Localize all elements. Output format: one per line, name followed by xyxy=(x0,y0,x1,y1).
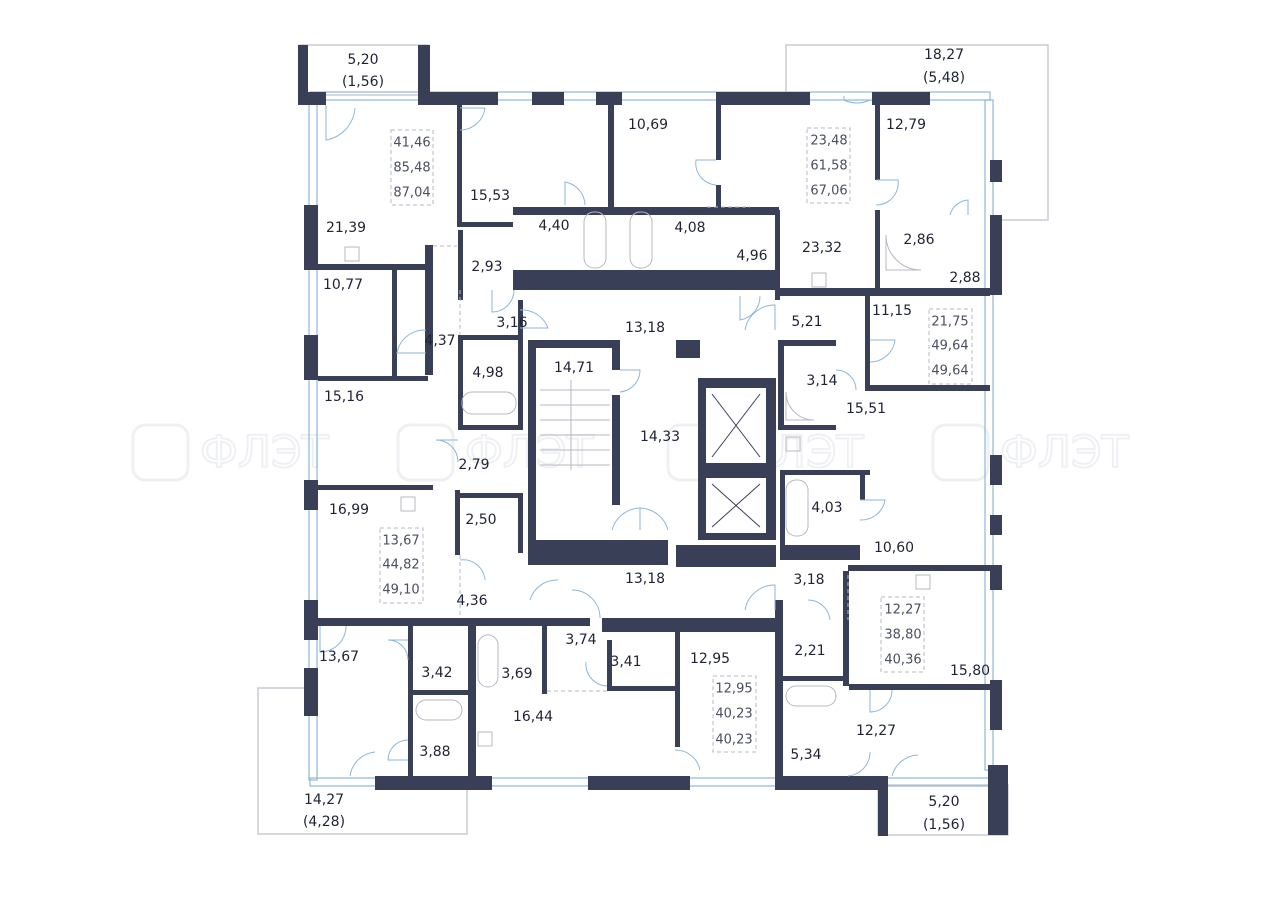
total-area: 44,82 xyxy=(382,558,419,573)
living-area: 12,27 xyxy=(884,603,921,618)
room-area-label: 12,95 xyxy=(690,651,730,667)
total-area-with-balcony: 40,23 xyxy=(715,733,752,748)
room-area-label: 3,88 xyxy=(419,744,450,760)
living-area: 12,95 xyxy=(715,682,752,697)
room-labels: 21,39 15,53 10,69 4,40 4,08 2,93 4,96 23,32 12,7… xyxy=(319,117,990,763)
total-area: 61,58 xyxy=(810,159,847,174)
elevator-icon xyxy=(706,388,766,463)
stairs-elevators xyxy=(540,380,766,533)
room-area-label: 2,79 xyxy=(458,457,489,473)
total-area-with-balcony: 87,04 xyxy=(393,186,430,201)
balcony-area: 5,20 xyxy=(928,794,959,810)
room-area-label: 3,69 xyxy=(501,666,532,682)
room-area-label: 13,18 xyxy=(625,320,665,336)
room-area-label: 3,74 xyxy=(565,632,596,648)
room-area-label: 2,93 xyxy=(471,259,502,275)
total-area: 38,80 xyxy=(884,628,921,643)
svg-text:ФЛЭТ: ФЛЭТ xyxy=(200,427,329,478)
total-area: 85,48 xyxy=(393,161,430,176)
room-area-label: 13,67 xyxy=(319,649,359,665)
bathtub-icon xyxy=(461,391,517,415)
room-area-label: 4,36 xyxy=(456,593,487,609)
room-area-label: 3,41 xyxy=(610,654,641,670)
balcony-reduced-area: (4,28) xyxy=(303,814,345,830)
total-area-with-balcony: 49,64 xyxy=(931,364,968,379)
bathtub-icon xyxy=(629,211,653,269)
room-area-label: 4,98 xyxy=(472,365,503,381)
total-area: 40,23 xyxy=(715,707,752,722)
balcony-reduced-area: (5,48) xyxy=(923,70,965,86)
room-area-label: 15,80 xyxy=(950,663,990,679)
balcony-labels: 5,20 (1,56) 18,27 (5,48) 14,27 (4,28) 5,… xyxy=(303,47,965,833)
elevator-icon xyxy=(706,478,766,533)
bathtub-icon xyxy=(415,699,463,721)
total-area-with-balcony: 67,06 xyxy=(810,184,847,199)
room-area-label: 16,99 xyxy=(329,502,369,518)
total-area: 49,64 xyxy=(931,339,968,354)
room-area-label: 2,21 xyxy=(794,643,825,659)
room-area-label: 3,14 xyxy=(806,373,837,389)
room-area-label: 2,50 xyxy=(465,512,496,528)
bathtub-icon xyxy=(785,685,837,707)
room-area-label: 5,34 xyxy=(790,747,821,763)
total-area-with-balcony: 49,10 xyxy=(382,583,419,598)
balcony-area: 5,20 xyxy=(347,52,378,68)
living-area: 21,75 xyxy=(931,315,968,330)
room-area-label: 5,21 xyxy=(791,314,822,330)
room-area-label: 3,42 xyxy=(421,665,452,681)
room-area-label: 4,37 xyxy=(424,333,455,349)
living-area: 41,46 xyxy=(393,136,430,151)
room-area-label: 13,18 xyxy=(625,571,665,587)
room-area-label: 16,44 xyxy=(513,709,553,725)
room-area-label: 21,39 xyxy=(326,220,366,236)
room-area-label: 23,32 xyxy=(802,240,842,256)
room-area-label: 3,18 xyxy=(793,572,824,588)
staircase xyxy=(540,380,610,470)
room-area-label: 10,77 xyxy=(323,277,363,293)
room-area-label: 2,88 xyxy=(949,270,980,286)
doors xyxy=(319,96,969,777)
bathtub-icon xyxy=(583,211,607,269)
balcony-area: 14,27 xyxy=(304,792,344,808)
shower-icon xyxy=(785,391,815,421)
balcony-area: 18,27 xyxy=(924,47,964,63)
bathtub-icon xyxy=(477,634,499,688)
room-area-label: 2,86 xyxy=(903,232,934,248)
living-area: 23,48 xyxy=(810,134,847,149)
room-area-label: 14,33 xyxy=(640,429,680,445)
room-area-label: 4,08 xyxy=(674,220,705,236)
room-area-label: 15,16 xyxy=(324,389,364,405)
room-area-label: 15,53 xyxy=(470,188,510,204)
room-area-label: 12,27 xyxy=(856,723,896,739)
room-area-label: 4,40 xyxy=(538,218,569,234)
living-area: 13,67 xyxy=(382,534,419,549)
room-area-label: 14,71 xyxy=(554,360,594,376)
stove-icon xyxy=(344,246,931,747)
watermark: ФЛЭТ ФЛЭТ ФЛЭТ ФЛЭТ xyxy=(131,423,1130,482)
room-area-label: 12,79 xyxy=(886,117,926,133)
balcony-reduced-area: (1,56) xyxy=(923,817,965,833)
fixtures xyxy=(344,211,931,747)
room-area-label: 4,96 xyxy=(736,248,767,264)
bathtub-icon xyxy=(785,479,809,537)
svg-text:ФЛЭТ: ФЛЭТ xyxy=(1000,427,1129,478)
zone-boundaries xyxy=(379,127,973,753)
room-area-label: 11,15 xyxy=(872,303,912,319)
shower-icon xyxy=(885,234,922,271)
balcony-reduced-area: (1,56) xyxy=(342,74,384,90)
room-area-label: 10,60 xyxy=(874,540,914,556)
apartment-summaries: 41,46 85,48 87,04 23,48 61,58 67,06 21,7… xyxy=(382,134,968,748)
room-area-label: 4,03 xyxy=(811,500,842,516)
total-area-with-balcony: 40,36 xyxy=(884,653,921,668)
room-area-label: 10,69 xyxy=(628,117,668,133)
room-area-label: 15,51 xyxy=(846,401,886,417)
room-area-label: 3,16 xyxy=(496,315,527,331)
